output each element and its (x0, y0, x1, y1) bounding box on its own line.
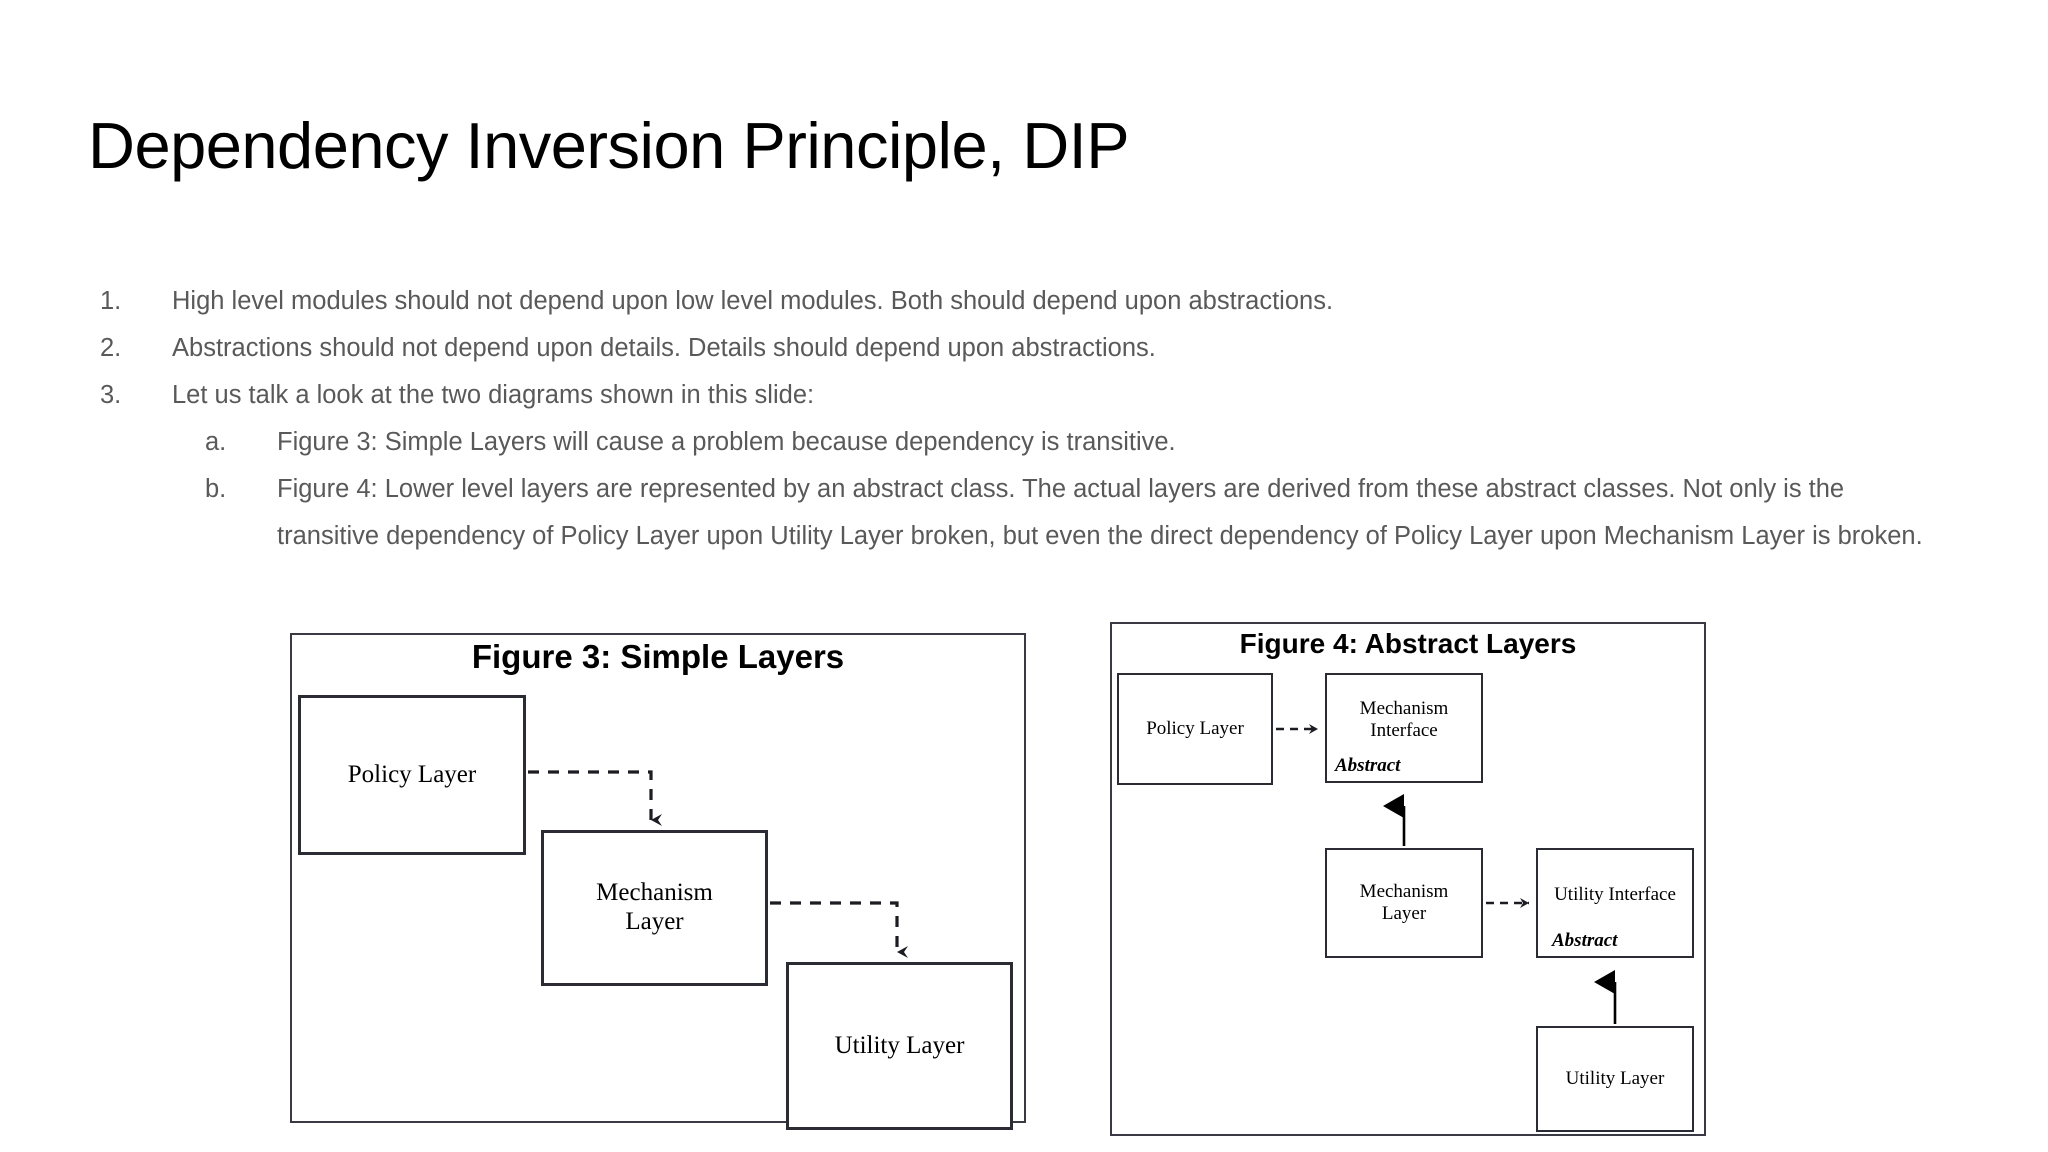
node-label-line2: Interface (1370, 720, 1438, 741)
list-item-marker: 1. (100, 287, 122, 315)
figure-4-node-mechanism-layer: Mechanism Layer (1325, 848, 1483, 958)
list-item-text: Figure 3: Simple Layers will cause a pro… (277, 428, 1176, 456)
list-item-marker: 3. (100, 381, 122, 409)
figure-3-node-utility-layer: Utility Layer (786, 962, 1013, 1130)
figure-3-caption: Figure 3: Simple Layers (471, 638, 845, 675)
list-item-marker: a. (205, 428, 227, 456)
list-item: b. Figure 4: Lower level layers are repr… (100, 466, 1980, 560)
list-item: 1. High level modules should not depend … (100, 278, 1980, 325)
figure-4-node-utility-layer: Utility Layer (1536, 1026, 1694, 1132)
bullet-list: 1. High level modules should not depend … (100, 278, 1980, 560)
list-item-text: High level modules should not depend upo… (172, 287, 1334, 315)
list-item-text: Figure 4: Lower level layers are represe… (277, 475, 1923, 550)
node-label: Policy Layer (1146, 718, 1244, 740)
list-item: 3. Let us talk a look at the two diagram… (100, 372, 1980, 419)
node-label: Mechanism Layer (1327, 881, 1481, 925)
figure-4-node-utility-interface: Utility Interface Abstract (1536, 848, 1694, 958)
node-label: Utility Interface (1554, 884, 1676, 906)
node-label-line1: Mechanism (596, 879, 713, 907)
figure-3-node-mechanism-layer: Mechanism Layer (541, 830, 768, 986)
node-label: Mechanism Layer (544, 879, 765, 937)
node-label-line1: Mechanism (1359, 698, 1449, 720)
list-item-marker: b. (205, 475, 227, 503)
page-title: Dependency Inversion Principle, DIP (88, 109, 1130, 182)
list-item-text: Let us talk a look at the two diagrams s… (172, 381, 815, 409)
figure-4-node-mechanism-interface: Mechanism Interface Abstract (1325, 673, 1483, 783)
abstract-stereotype-label: Abstract (1335, 755, 1401, 777)
node-label: Policy Layer (347, 760, 477, 788)
list-item: 2. Abstractions should not depend upon d… (100, 325, 1980, 372)
figure-4-node-policy-layer: Policy Layer (1117, 673, 1273, 785)
list-item: a. Figure 3: Simple Layers will cause a … (100, 419, 1980, 466)
abstract-stereotype-label: Abstract (1552, 930, 1618, 952)
node-label-line2: Layer (625, 908, 684, 935)
figure-3-node-policy-layer: Policy Layer (298, 695, 526, 855)
node-label: Mechanism Interface (1327, 698, 1481, 742)
list-item-marker: 2. (100, 334, 122, 362)
node-label: Utility Layer (834, 1031, 965, 1059)
figure-4-caption: Figure 4: Abstract Layers (1239, 628, 1577, 659)
node-label-line1: Mechanism (1359, 881, 1449, 903)
list-item-text: Abstractions should not depend upon deta… (172, 334, 1156, 362)
node-label: Utility Layer (1565, 1068, 1665, 1090)
node-label-line2: Layer (1381, 903, 1427, 924)
